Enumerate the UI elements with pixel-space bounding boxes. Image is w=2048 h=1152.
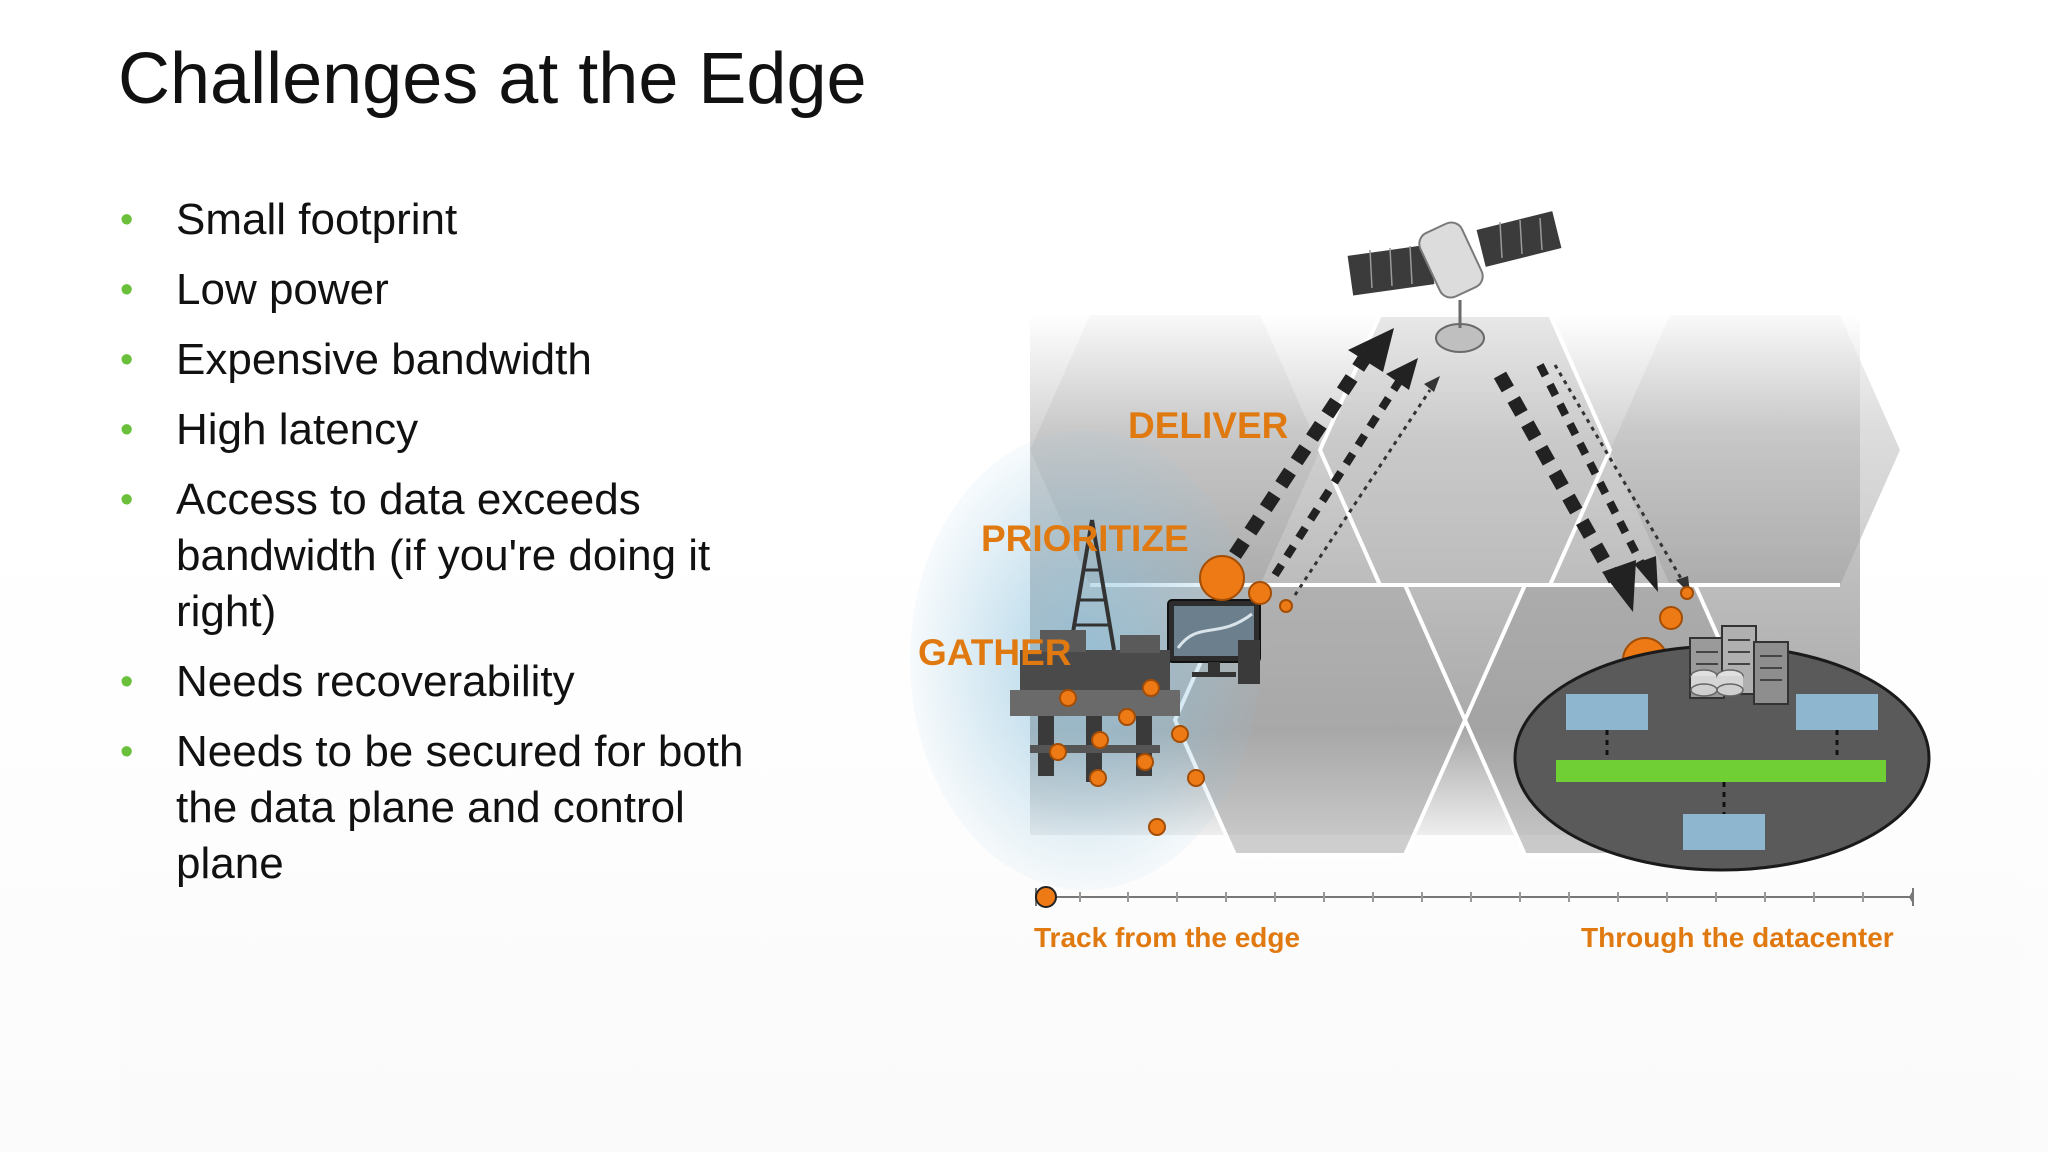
bullet-list: • Small footprint • Low power • Expensive b… (118, 192, 758, 906)
bullet-dot-icon: • (120, 479, 134, 521)
bullet-dot-icon: • (120, 269, 134, 311)
datacenter (1513, 644, 1931, 872)
computer-monitor-icon (1167, 599, 1261, 684)
bullet-text: Small footprint (176, 195, 458, 244)
bullet-dot-icon: • (120, 409, 134, 451)
bullet-text: Needs to be secured for both the data pl… (176, 727, 744, 888)
datacenter-node (1566, 694, 1648, 730)
datacenter-bus (1556, 760, 1886, 782)
satellite-icon (1347, 211, 1562, 353)
timeline-marker (1035, 886, 1057, 908)
datacenter-node (1796, 694, 1878, 730)
bullet-dot-icon: • (120, 339, 134, 381)
bullet-item: • Expensive bandwidth (118, 332, 758, 388)
bullet-text: Low power (176, 265, 389, 314)
bullet-item: • Access to data exceeds bandwidth (if yo… (118, 472, 758, 640)
bullet-dot-icon: • (120, 199, 134, 241)
bullet-item: • Low power (118, 262, 758, 318)
gather-label: GATHER (918, 632, 1072, 673)
bullet-dot-icon: • (120, 731, 134, 773)
bullet-text: High latency (176, 405, 419, 454)
bullet-item: • Needs recoverability (118, 654, 758, 710)
bullet-dot-icon: • (120, 661, 134, 703)
slide-title: Challenges at the Edge (118, 39, 867, 119)
bullet-text: Access to data exceeds bandwidth (if you… (176, 475, 711, 636)
upload-arrows (1229, 328, 1440, 596)
download-arrows (1493, 363, 1690, 612)
bullet-item: • High latency (118, 402, 758, 458)
bullet-item: • Needs to be secured for both the data p… (118, 724, 758, 892)
bullet-item: • Small footprint (118, 192, 758, 248)
bullet-text: Needs recoverability (176, 657, 575, 706)
database-icon (1690, 669, 1744, 697)
datacenter-node (1683, 814, 1765, 850)
bullet-text: Expensive bandwidth (176, 335, 592, 384)
timeline (1035, 886, 1914, 908)
edge-diagram (910, 211, 1931, 908)
deliver-label: DELIVER (1128, 405, 1289, 446)
bottom-fade (120, 860, 2020, 1152)
timeline-end-label: Through the datacenter (1581, 922, 1894, 953)
prioritize-label: PRIORITIZE (981, 518, 1189, 559)
oil-rig-icon (1010, 519, 1180, 782)
timeline-start-label: Track from the edge (1034, 922, 1301, 953)
